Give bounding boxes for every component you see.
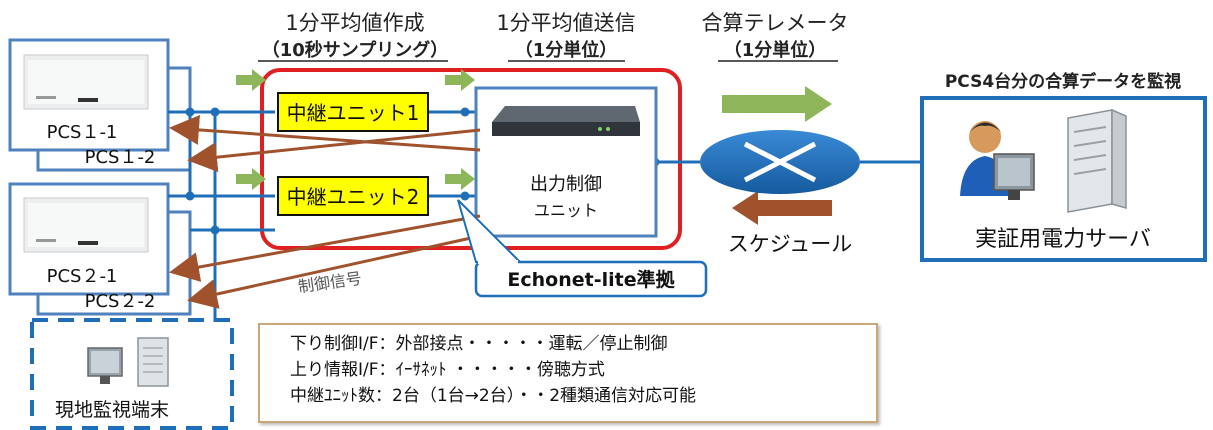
pcs-group-2: PCS２-1 PCS２-2 bbox=[8, 182, 192, 316]
green-arrow-large bbox=[722, 86, 832, 122]
col3-subtitle: （1分単位） bbox=[724, 39, 827, 61]
network-hub-icon bbox=[700, 130, 860, 194]
note-line: 下り制御I/F：外部接点・・・・・運転／停止制御 bbox=[290, 334, 668, 354]
col2-subtitle: （1分単位） bbox=[515, 39, 618, 61]
relay-unit-2: 中継ユニット2 bbox=[277, 176, 429, 216]
local-terminal-label: 現地監視端末 bbox=[55, 399, 169, 421]
server-label: 実証用電力サーバ bbox=[975, 227, 1151, 252]
note-line: 上り情報I/F：ｲｰｻﾈｯﾄ ・・・・・傍聴方式 bbox=[290, 360, 605, 380]
col3-title: 合算テレメータ bbox=[702, 11, 849, 35]
pcs-1-2-label: PCS１-2 bbox=[85, 147, 156, 168]
green-arrow bbox=[236, 168, 266, 190]
pc-tower-icon bbox=[137, 337, 169, 387]
green-arrows bbox=[236, 69, 832, 190]
router-device-image bbox=[492, 106, 640, 136]
pcs-group-1: PCS１-1 PCS１-2 bbox=[8, 38, 192, 172]
relay-unit-1: 中継ユニット1 bbox=[277, 92, 429, 132]
operator-monitor-icon bbox=[993, 153, 1035, 200]
pcs-1-1-label: PCS１-1 bbox=[47, 122, 118, 143]
pcs-device-image bbox=[23, 54, 149, 110]
echonet-callout: Echonet-lite準拠 bbox=[457, 199, 708, 298]
col2-title: 1分平均値送信 bbox=[496, 11, 635, 35]
controller-label-line2: ユニット bbox=[534, 201, 598, 220]
power-server-box: 実証用電力サーバ bbox=[920, 96, 1207, 262]
green-arrow bbox=[445, 69, 475, 91]
notes-box: 下り制御I/F：外部接点・・・・・運転／停止制御 上り情報I/F：ｲｰｻﾈｯﾄ … bbox=[258, 323, 878, 423]
pcs-2-1-label: PCS２-1 bbox=[47, 266, 118, 287]
echonet-label: Echonet-lite準拠 bbox=[507, 268, 675, 291]
brown-control-arrows bbox=[169, 114, 481, 309]
controller-label-line1: 出力制御 bbox=[530, 174, 602, 195]
monitor-caption: PCS4台分の合算データを監視 bbox=[945, 71, 1181, 92]
col1-title: 1分平均値作成 bbox=[285, 11, 424, 35]
local-monitor-box: 現地監視端末 bbox=[30, 318, 234, 430]
relay-unit-2-label: 中継ユニット2 bbox=[287, 185, 420, 209]
relay-unit-1-label: 中継ユニット1 bbox=[287, 101, 420, 125]
schedule-label: スケジュール bbox=[728, 232, 853, 256]
pcs-device-image bbox=[23, 197, 149, 253]
pcs-2-2-label: PCS２-2 bbox=[85, 291, 156, 312]
note-line: 中継ﾕﾆｯﾄ数：2台（1台→2台）・・2種類通信対応可能 bbox=[290, 386, 697, 406]
brown-arrow-large bbox=[732, 191, 832, 225]
col1-subtitle: （10秒サンプリング） bbox=[262, 39, 449, 61]
monitor-icon bbox=[87, 347, 123, 384]
green-arrow bbox=[445, 168, 475, 190]
green-arrow bbox=[236, 69, 266, 91]
server-tower-icon bbox=[1067, 108, 1127, 213]
output-control-unit: 出力制御 ユニット bbox=[474, 86, 658, 238]
